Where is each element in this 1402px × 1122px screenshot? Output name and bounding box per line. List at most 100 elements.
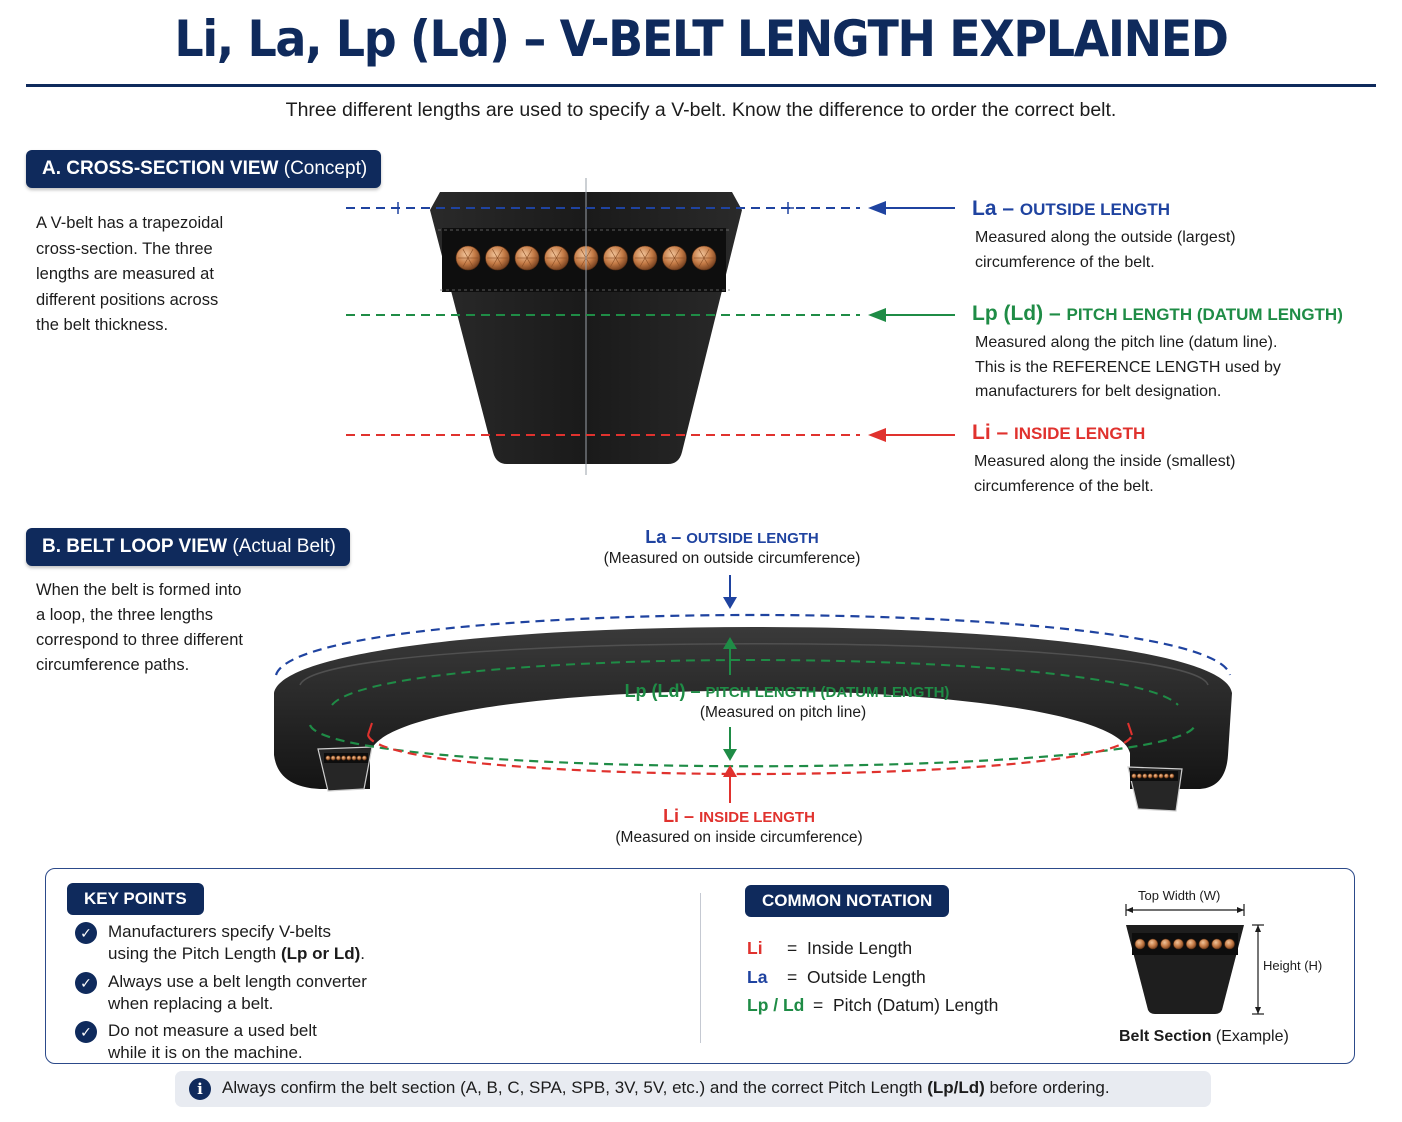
- loop-label-pitch: Lp (Ld) – PITCH LENGTH (DATUM LENGTH): [537, 681, 1037, 702]
- cord-strand: [1131, 773, 1137, 779]
- loop-inside-path: [366, 734, 1134, 776]
- key-point-item: ✓ Manufacturers specify V-belts using th…: [75, 921, 405, 965]
- key-point-text: using the Pitch Length: [108, 944, 281, 963]
- desc-line: Measured along the outside (largest): [975, 229, 1236, 246]
- notation-row: Li = Inside Length: [747, 934, 998, 963]
- belt-end-right: [1127, 766, 1183, 812]
- footer-text-post: before ordering.: [984, 1078, 1110, 1097]
- notation-equals: =: [787, 966, 798, 987]
- notation-meaning: Outside Length: [807, 966, 926, 987]
- key-point-line: Manufacturers specify V-belts: [108, 922, 331, 941]
- loop-inside-abbr: Li –: [663, 806, 700, 826]
- top-width-label: Top Width (W): [1138, 888, 1221, 903]
- label-outside-length: La – OUTSIDE LENGTH: [972, 197, 1170, 221]
- label-outside-name: OUTSIDE LENGTH: [1019, 200, 1171, 219]
- desc-line: Measured along the pitch line (datum lin…: [975, 334, 1278, 351]
- section-a-desc-line: A V-belt has a trapezoidal: [36, 214, 224, 232]
- section-a-label: A. CROSS-SECTION VIEW (Concept): [26, 150, 382, 188]
- desc-line: This is the REFERENCE LENGTH used by: [975, 358, 1281, 376]
- cord-strand: [351, 755, 357, 761]
- common-notation-title: COMMON NOTATION: [745, 885, 950, 917]
- cord-strand: [1211, 938, 1223, 950]
- belt-loop-diagram: [274, 575, 1232, 812]
- key-point-line: while it is on the machine.: [108, 1043, 303, 1062]
- cord-strand: [1169, 773, 1175, 779]
- section-b-description: When the belt is formed into a loop, the…: [36, 578, 276, 678]
- cross-section-diagram: [346, 178, 955, 475]
- cord-strand: [1136, 773, 1142, 779]
- cord-strand: [335, 755, 341, 761]
- desc-line: manufacturers for belt designation.: [975, 383, 1222, 400]
- label-outside-abbr: La –: [972, 197, 1020, 220]
- height-label: Height (H): [1263, 958, 1323, 973]
- cord-strand: [1153, 773, 1159, 779]
- pitch-arrow: [868, 308, 955, 322]
- key-point-line: Do not measure a used belt: [108, 1021, 317, 1040]
- section-a-desc-line: cross-section. The three: [36, 239, 213, 258]
- loop-pitch-path-lower: [308, 724, 1197, 768]
- loop-inside-arrow: [723, 765, 737, 803]
- key-point-text: .: [360, 944, 366, 963]
- outside-arrow: [868, 201, 955, 215]
- section-b-desc-line: When the belt is formed into: [36, 581, 242, 599]
- cord-strand: [341, 755, 347, 761]
- cord-strand: [361, 755, 367, 761]
- cord-strand: [330, 755, 336, 761]
- notation-meaning: Pitch (Datum) Length: [833, 995, 999, 1015]
- page-title: Li, La, Lp (Ld) – V-BELT LENGTH EXPLAINE…: [174, 10, 1229, 68]
- section-b-label-light: (Actual Belt): [232, 536, 336, 557]
- cord-strand: [1173, 938, 1184, 950]
- label-inside-length: Li – INSIDE LENGTH: [972, 421, 1145, 445]
- loop-outside-path: [274, 613, 1232, 676]
- cord-strand: [1158, 773, 1164, 779]
- loop-pitch-name: PITCH LENGTH (DATUM LENGTH): [705, 684, 950, 701]
- loop-pitch-sub: (Measured on pitch line): [699, 704, 867, 721]
- notation-equals: =: [787, 938, 798, 958]
- loop-outside-sub: (Measured on outside circumference): [603, 550, 861, 567]
- loop-pitch-path-upper: [331, 659, 1179, 706]
- section-b-desc-line: correspond to three different: [36, 631, 243, 649]
- label-pitch-name: PITCH LENGTH (DATUM LENGTH): [1066, 305, 1343, 324]
- check-icon: ✓: [75, 922, 97, 944]
- notation-list: Li = Inside Length La = Outside Length L…: [747, 934, 998, 1020]
- loop-inside-name: INSIDE LENGTH: [699, 809, 815, 826]
- belt-end-left: [317, 746, 373, 792]
- key-box-divider: [700, 893, 701, 1043]
- belt-section-caption-light: (Example): [1211, 1028, 1289, 1045]
- cord-strand: [1185, 938, 1197, 950]
- footer-text-pre: Always confirm the belt section (A, B, C…: [222, 1078, 928, 1097]
- label-pitch-length: Lp (Ld) – PITCH LENGTH (DATUM LENGTH): [972, 302, 1343, 326]
- desc-line: circumference of the belt.: [974, 477, 1154, 495]
- loop-outside-arrow: [723, 575, 737, 609]
- key-point-line: when replacing a belt.: [108, 994, 274, 1013]
- footer-text-bold: (Lp/Ld): [927, 1078, 985, 1097]
- key-point-line: Always use a belt length converter: [108, 972, 367, 991]
- cord-strand: [1147, 938, 1159, 950]
- cord-strand: [1134, 938, 1146, 950]
- notation-equals: =: [813, 995, 824, 1015]
- desc-line: circumference of the belt.: [975, 253, 1155, 271]
- check-icon: ✓: [75, 1021, 97, 1043]
- belt-section-caption: Belt Section (Example): [1119, 1028, 1289, 1046]
- key-point-bold: (Lp or Ld): [280, 944, 361, 963]
- loop-pitch-abbr: Lp (Ld) –: [624, 681, 706, 701]
- loop-label-outside: La – OUTSIDE LENGTH: [532, 527, 932, 548]
- section-b-desc-line: circumference paths.: [36, 656, 190, 674]
- label-outside-description: Measured along the outside (largest) cir…: [975, 226, 1236, 275]
- section-b-desc-line: a loop, the three lengths: [36, 606, 214, 624]
- loop-pitch-arrow-up: [723, 637, 737, 675]
- key-points-list: ✓ Manufacturers specify V-belts using th…: [75, 921, 405, 1064]
- section-a-desc-line: lengths are measured at: [36, 265, 214, 284]
- label-inside-abbr: Li –: [972, 421, 1015, 444]
- footer-note: i Always confirm the belt section (A, B,…: [175, 1071, 1211, 1107]
- key-info-box: [45, 868, 1355, 1064]
- label-inside-description: Measured along the inside (smallest) cir…: [974, 450, 1235, 499]
- label-pitch-abbr: Lp (Ld) –: [972, 302, 1067, 325]
- page-subtitle: Three different lengths are used to spec…: [285, 99, 1117, 121]
- key-points-title: KEY POINTS: [67, 883, 204, 915]
- cord-strand: [1224, 938, 1235, 950]
- label-pitch-description: Measured along the pitch line (datum lin…: [975, 331, 1281, 405]
- loop-label-inside: Li – INSIDE LENGTH: [539, 806, 939, 827]
- notation-abbr: La: [747, 966, 768, 987]
- inside-arrow: [868, 428, 955, 442]
